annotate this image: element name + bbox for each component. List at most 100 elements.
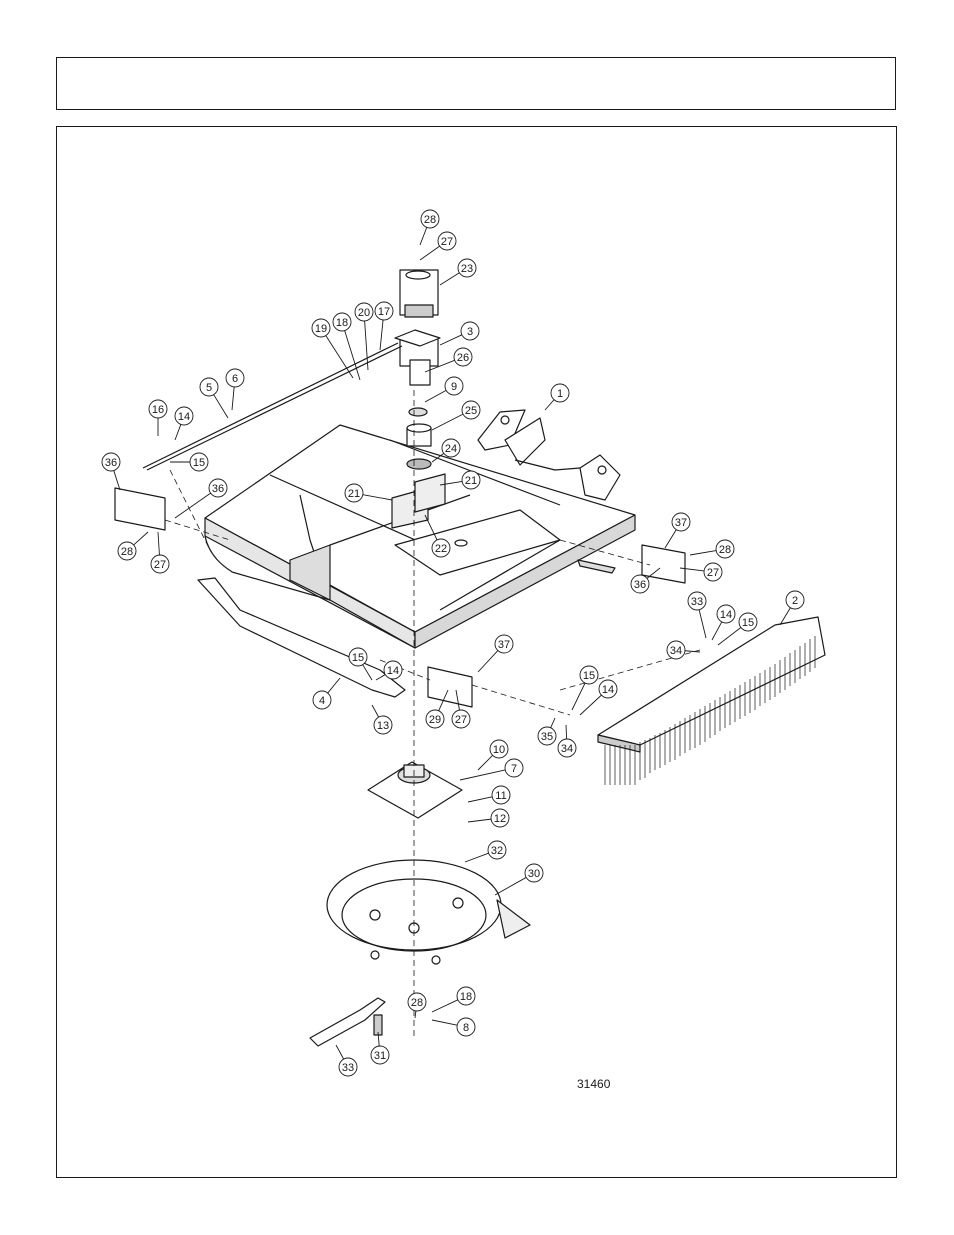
leader-line <box>325 335 354 379</box>
leader-line <box>174 424 182 441</box>
callout-20: 20 <box>354 302 374 371</box>
callout-8: 8 <box>431 1017 476 1037</box>
callout-label: 15 <box>352 652 364 664</box>
leader-line <box>419 227 428 246</box>
callout-label: 3 <box>467 326 473 338</box>
callout-36: 36 <box>174 478 228 519</box>
leader-line <box>424 514 438 541</box>
callout-36: 36 <box>630 567 661 594</box>
leader-line <box>464 852 489 863</box>
callout-label: 2 <box>792 595 798 607</box>
callout-37: 37 <box>664 512 691 549</box>
callout-circle <box>117 541 137 561</box>
leader-line <box>344 330 361 381</box>
leader-line <box>579 694 602 716</box>
leader-line <box>174 492 211 519</box>
callout-7: 7 <box>459 758 524 781</box>
callout-4: 4 <box>312 677 341 710</box>
callout-label: 11 <box>495 790 506 802</box>
callout-28: 28 <box>419 209 440 246</box>
callout-label: 21 <box>465 475 477 487</box>
leader-line <box>133 531 149 546</box>
callout-circle <box>453 347 473 367</box>
callout-32: 32 <box>464 840 507 863</box>
callout-circle <box>457 258 477 278</box>
callout-24: 24 <box>431 438 461 463</box>
leader-line <box>455 689 460 711</box>
leader-line <box>419 245 440 261</box>
callout-label: 14 <box>387 665 399 677</box>
callout-label: 34 <box>561 743 573 755</box>
leader-line <box>364 320 369 371</box>
leader-line <box>375 674 386 681</box>
leader-line <box>371 704 380 718</box>
callout-circle <box>101 452 121 472</box>
callout-label: 34 <box>670 645 682 657</box>
callout-14: 14 <box>174 406 194 441</box>
callout-28: 28 <box>407 992 427 1019</box>
callout-circle <box>332 312 352 332</box>
callout-34: 34 <box>666 640 701 660</box>
callout-label: 26 <box>457 352 469 364</box>
callout-label: 15 <box>583 670 595 682</box>
callout-label: 28 <box>424 214 436 226</box>
callout-circle <box>312 690 332 710</box>
callout-circle <box>579 665 599 685</box>
callout-label: 30 <box>528 868 540 880</box>
leader-line <box>698 609 707 639</box>
chain-guard <box>597 616 826 785</box>
leader-line <box>231 386 235 411</box>
leader-line <box>377 1031 380 1047</box>
callout-label: 33 <box>691 596 703 608</box>
leader-line <box>424 359 455 373</box>
callout-circle <box>550 383 570 403</box>
callout-23: 23 <box>439 258 477 286</box>
callout-label: 32 <box>491 845 503 857</box>
callout-label: 36 <box>634 579 646 591</box>
callout-circle <box>431 538 451 558</box>
callout-14: 14 <box>375 660 403 681</box>
callout-circle <box>437 231 457 251</box>
callout-18: 18 <box>431 986 476 1013</box>
callout-13: 13 <box>371 704 393 735</box>
callout-circle <box>671 512 691 532</box>
callout-circle <box>460 321 480 341</box>
callout-22: 22 <box>424 514 451 558</box>
callout-label: 20 <box>358 307 370 319</box>
leader-line <box>431 1019 458 1026</box>
callout-36: 36 <box>101 452 121 491</box>
callout-label: 27 <box>441 236 453 248</box>
callout-label: 25 <box>465 405 477 417</box>
callout-label: 4 <box>319 695 325 707</box>
callout-label: 35 <box>541 731 553 743</box>
leader-line <box>335 1044 345 1060</box>
leader-line <box>414 1010 417 1019</box>
callout-label: 36 <box>105 457 117 469</box>
leader-line <box>646 567 661 579</box>
callout-label: 12 <box>494 813 506 825</box>
callout-19: 19 <box>311 318 354 379</box>
leader-line <box>379 319 384 351</box>
callout-6: 6 <box>225 368 245 411</box>
callout-circle <box>425 709 445 729</box>
callout-label: 19 <box>315 323 327 335</box>
leader-line <box>157 531 160 556</box>
callout-label: 10 <box>493 744 505 756</box>
callout-label: 27 <box>455 714 467 726</box>
callout-label: 18 <box>460 991 472 1003</box>
callout-16: 16 <box>148 399 168 436</box>
callout-circle <box>225 368 245 388</box>
callout-circle <box>524 863 544 883</box>
callout-25: 25 <box>431 400 481 431</box>
callout-circle <box>344 483 364 503</box>
callout-group: 1234567891011121314141414151515151617181… <box>101 209 805 1077</box>
callout-circle <box>490 808 510 828</box>
leader-line <box>431 999 459 1013</box>
leader-line <box>779 607 791 626</box>
callout-circle <box>487 840 507 860</box>
callout-circle <box>687 591 707 611</box>
header-box <box>56 57 896 110</box>
callout-circle <box>354 302 374 322</box>
callout-label: 7 <box>511 763 517 775</box>
callout-label: 24 <box>445 443 457 455</box>
